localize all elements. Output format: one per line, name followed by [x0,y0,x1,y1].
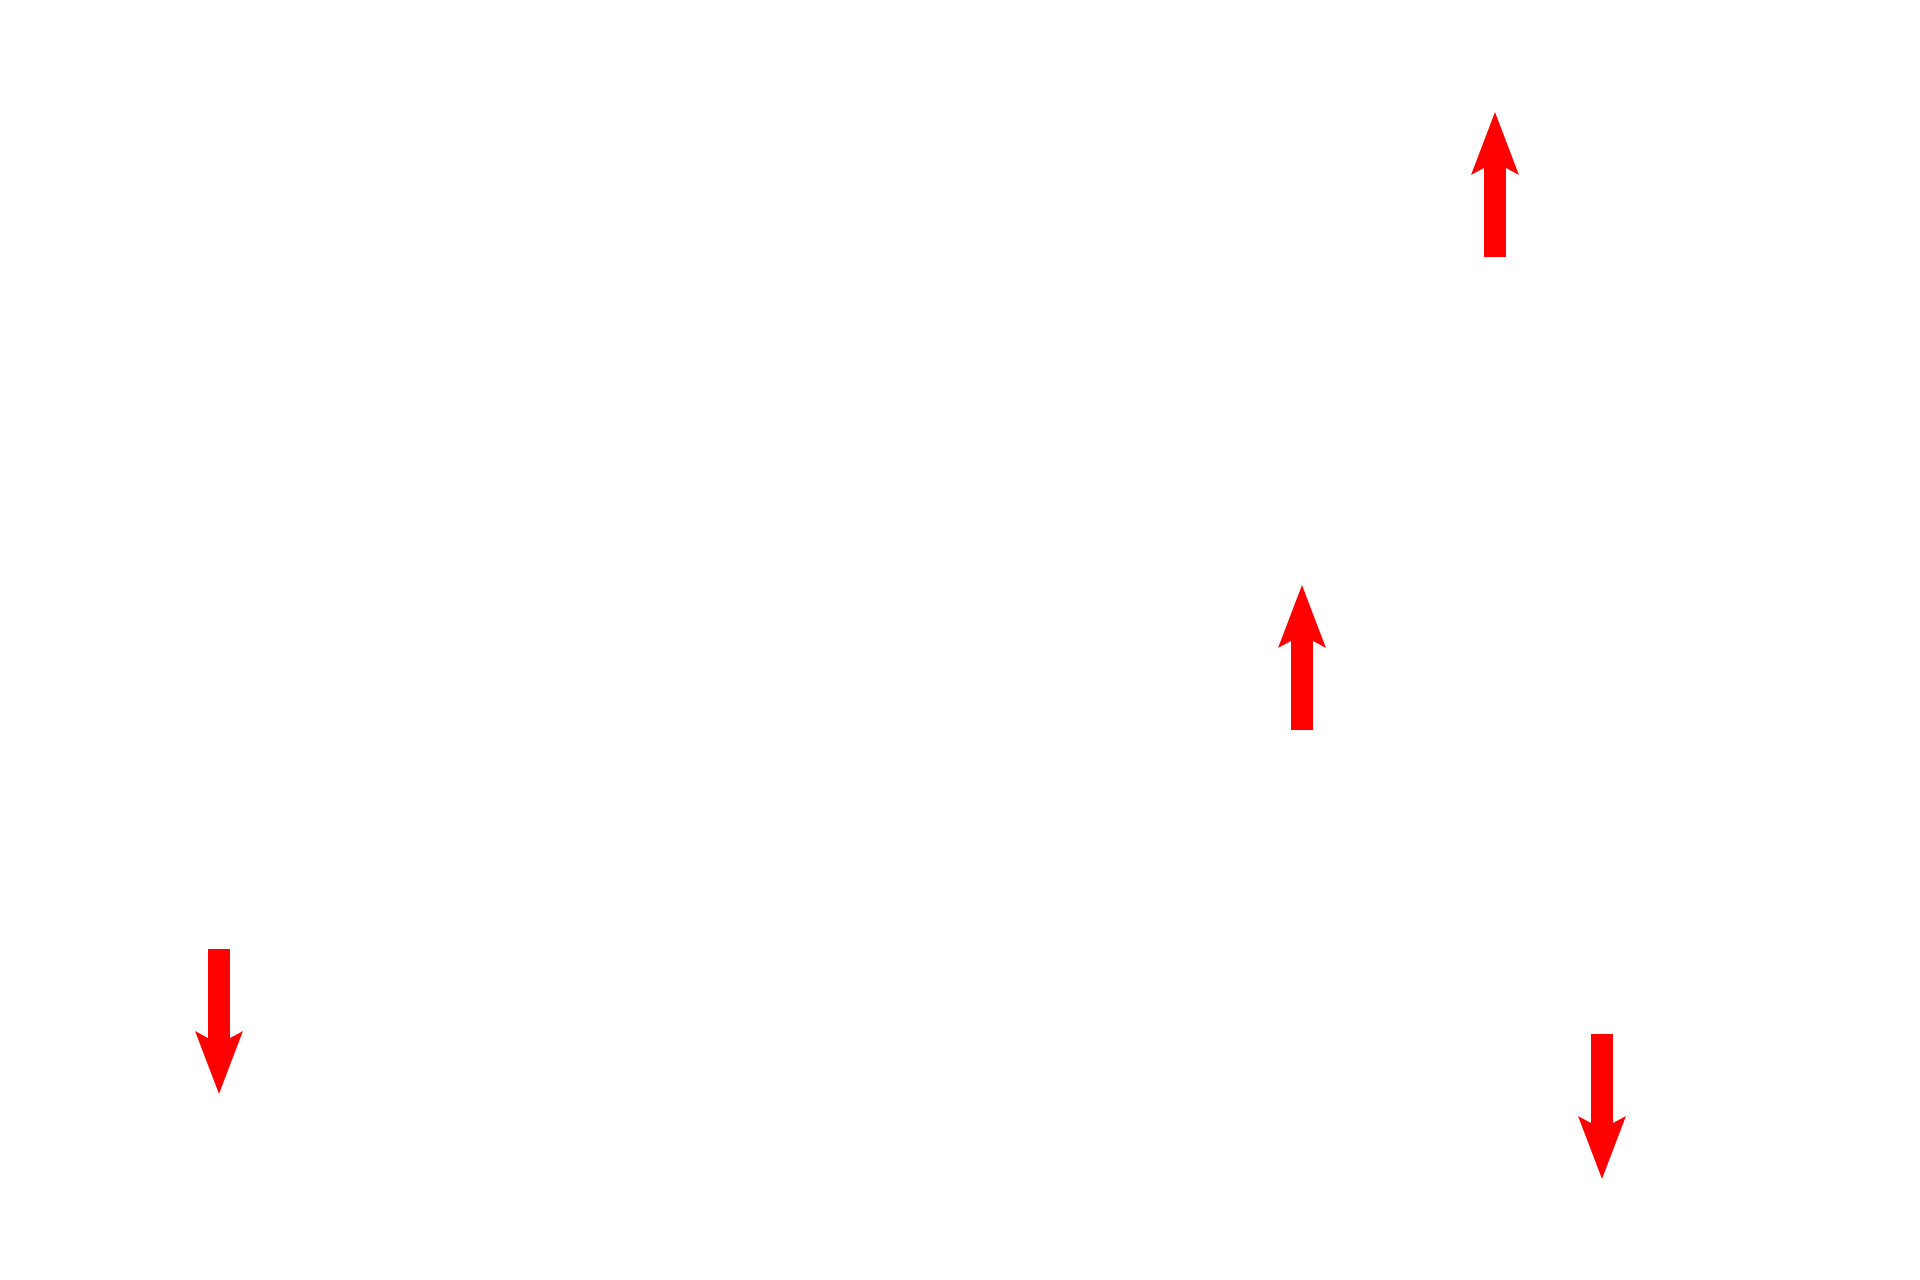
arrow-down-icon [195,949,243,1094]
arrow-shape [1471,112,1519,257]
arrow-up-icon [1278,585,1326,730]
arrow-up-icon [1471,112,1519,257]
arrow-shape [195,949,243,1094]
arrow-shape [1578,1034,1626,1179]
arrow-down-icon [1578,1034,1626,1179]
arrow-shape [1278,585,1326,730]
